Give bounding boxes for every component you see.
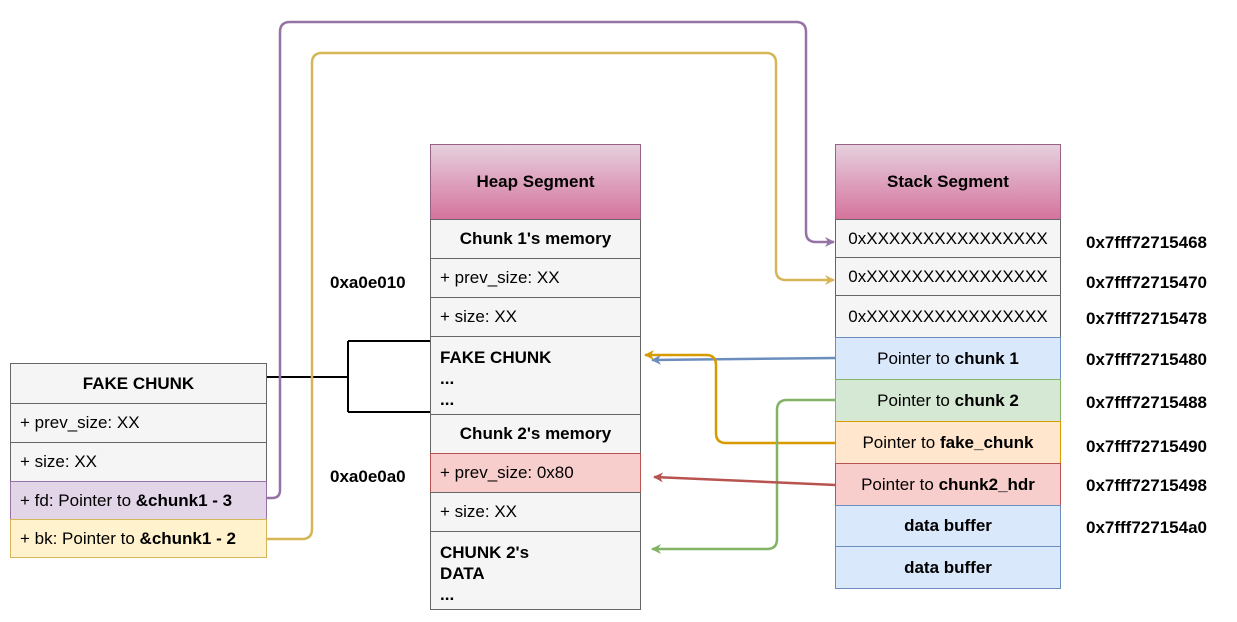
fake-chunk-fd: + fd: Pointer to &chunk1 - 3	[10, 481, 267, 520]
chunk2-data: CHUNK 2's DATA ...	[430, 531, 641, 610]
fd-arrow	[266, 20, 835, 500]
chunk2-label: Chunk 2's memory	[430, 414, 641, 454]
stack-address-5: 0x7fff72715490	[1086, 437, 1207, 456]
fake-chunk-title: FAKE CHUNK	[10, 363, 267, 404]
heap-address-chunk1: 0xa0e010	[330, 273, 406, 292]
chunk2-hdr-pointer-arrow	[653, 472, 837, 487]
chunk1-size: + size: XX	[430, 297, 641, 337]
stack-address-4: 0x7fff72715488	[1086, 393, 1207, 412]
stack-row-1: 0xXXXXXXXXXXXXXXXX	[835, 257, 1061, 296]
stack-row-chunk2-pointer: Pointer to chunk 2	[835, 379, 1061, 422]
heap-address-chunk2: 0xa0e0a0	[330, 467, 406, 486]
stack-address-7: 0x7fff727154a0	[1086, 518, 1207, 537]
chunk1-prev-size: + prev_size: XX	[430, 258, 641, 298]
chunk1-label: Chunk 1's memory	[430, 219, 641, 259]
heap-segment: Heap Segment Chunk 1's memory + prev_siz…	[430, 144, 641, 610]
chunk2-size: + size: XX	[430, 492, 641, 532]
fake-chunk-size: + size: XX	[10, 442, 267, 482]
stack-row-chunk1-pointer: Pointer to chunk 1	[835, 337, 1061, 380]
stack-address-6: 0x7fff72715498	[1086, 476, 1207, 495]
bracket-fake-chunk	[266, 340, 431, 413]
stack-row-2: 0xXXXXXXXXXXXXXXXX	[835, 295, 1061, 338]
stack-row-fake-chunk-pointer: Pointer to fake_chunk	[835, 421, 1061, 464]
fake-chunk-struct: FAKE CHUNK + prev_size: XX + size: XX + …	[10, 363, 267, 558]
bk-target: &chunk1 - 2	[139, 528, 236, 548]
chunk2-pointer-arrow	[651, 398, 836, 554]
fake-chunk-prev-size: + prev_size: XX	[10, 403, 267, 443]
heap-segment-title: Heap Segment	[430, 144, 641, 220]
stack-segment-title: Stack Segment	[835, 144, 1061, 220]
chunk2-prev-size: + prev_size: 0x80	[430, 453, 641, 493]
stack-address-0: 0x7fff72715468	[1086, 233, 1207, 252]
stack-segment: Stack Segment 0xXXXXXXXXXXXXXXXX 0xXXXXX…	[835, 144, 1061, 589]
stack-address-3: 0x7fff72715480	[1086, 350, 1207, 369]
heap-fake-chunk: FAKE CHUNK ... ...	[430, 336, 641, 415]
fake-chunk-bk: + bk: Pointer to &chunk1 - 2	[10, 519, 267, 558]
stack-row-0: 0xXXXXXXXXXXXXXXXX	[835, 219, 1061, 258]
stack-row-data-buffer-2: data buffer	[835, 546, 1061, 589]
stack-row-data-buffer-1: data buffer	[835, 505, 1061, 547]
chunk1-pointer-arrow	[651, 354, 837, 365]
stack-address-2: 0x7fff72715478	[1086, 309, 1207, 328]
fake-chunk-pointer-arrow	[644, 350, 836, 445]
stack-address-1: 0x7fff72715470	[1086, 273, 1207, 292]
fd-target: &chunk1 - 3	[135, 490, 233, 510]
stack-row-chunk2-hdr-pointer: Pointer to chunk2_hdr	[835, 463, 1061, 506]
bk-arrow	[266, 51, 835, 541]
